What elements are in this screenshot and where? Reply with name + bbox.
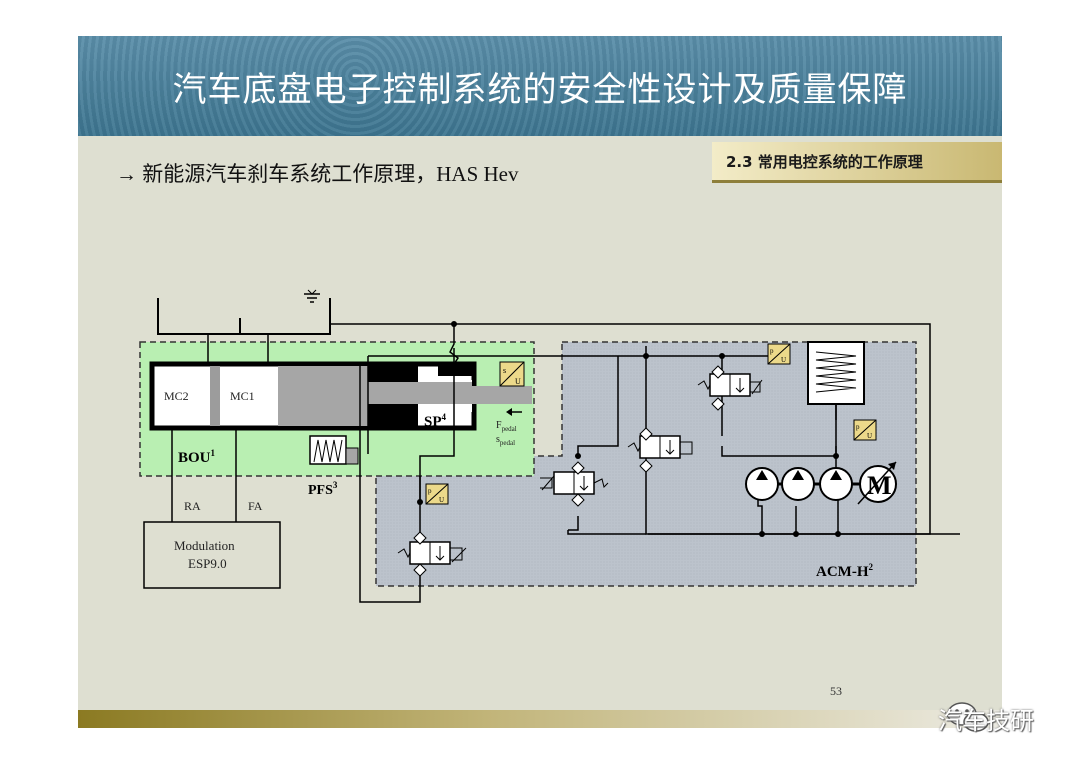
- mc1-label: MC1: [230, 389, 255, 403]
- s-pedal-label: spedal: [496, 434, 515, 447]
- pressure-sensor-3: [425, 483, 449, 505]
- pressure-sensor-1: [767, 343, 791, 365]
- modulation-line1: Modulation: [174, 538, 235, 553]
- wechat-icon: [947, 702, 989, 732]
- sensor-2-p: p: [856, 423, 860, 431]
- sensor-2-u: U: [867, 432, 872, 440]
- motor-label: M: [867, 471, 892, 500]
- junction-dots: [417, 321, 841, 537]
- pressure-sensor-2: [853, 419, 877, 441]
- sensor-3-u: U: [439, 496, 444, 504]
- bottom-bar: [78, 710, 1002, 728]
- page-number: 53: [830, 684, 842, 698]
- slide: 汽车底盘电子控制系统的安全性设计及质量保障 2.3 常用电控系统的工作原理 → …: [78, 36, 1002, 728]
- sensor-1-p: p: [770, 347, 774, 355]
- bou-label: BOU1: [178, 448, 216, 466]
- modulation-line2: ESP9.0: [188, 556, 227, 571]
- pfs-spring: [309, 435, 359, 465]
- brake-system-diagram: MC2 MC1 SP4 Fpedal spedal s U PFS3 BOU1: [139, 289, 960, 603]
- valve-1: [697, 365, 763, 411]
- valve-2: [627, 427, 693, 473]
- acm-h-label: ACM-H2: [816, 562, 874, 580]
- valve-3: [540, 461, 609, 507]
- modulation-box: [143, 521, 281, 589]
- fa-label: FA: [248, 499, 263, 513]
- accumulator: [807, 341, 865, 420]
- sensor-1-u: U: [781, 356, 786, 364]
- mc2-label: MC2: [164, 389, 189, 403]
- ra-label: RA: [184, 499, 201, 513]
- pump-3: [819, 467, 853, 501]
- watermark-text: 汽车技研: [938, 707, 1034, 735]
- master-cylinder: [149, 361, 532, 431]
- fluid-level-icon: [304, 289, 320, 303]
- f-pedal-label: Fpedal: [496, 420, 517, 433]
- pump-1: [745, 467, 779, 501]
- pedal-arrow-icon: [506, 408, 522, 416]
- section-tag: 2.3 常用电控系统的工作原理: [712, 142, 1002, 183]
- motor-icon: [857, 461, 897, 505]
- pump-2: [781, 467, 815, 501]
- pedal-travel-sensor: [499, 361, 525, 387]
- sp-label: SP4: [424, 412, 447, 430]
- sensor-3-p: p: [428, 487, 432, 495]
- reservoir: [157, 289, 331, 335]
- pfs-label: PFS3: [308, 480, 338, 498]
- slide-title: 汽车底盘电子控制系统的安全性设计及质量保障: [172, 70, 908, 110]
- pedal-sensor-u: U: [515, 377, 521, 386]
- section-tag-label: 2.3 常用电控系统的工作原理: [726, 153, 923, 171]
- pedal-sensor-s: s: [503, 366, 506, 375]
- slide-subtitle: → 新能源汽车刹车系统工作原理，HAS Hev: [116, 162, 519, 186]
- valve-4: [397, 531, 467, 577]
- title-bar: 汽车底盘电子控制系统的安全性设计及质量保障: [78, 36, 1002, 136]
